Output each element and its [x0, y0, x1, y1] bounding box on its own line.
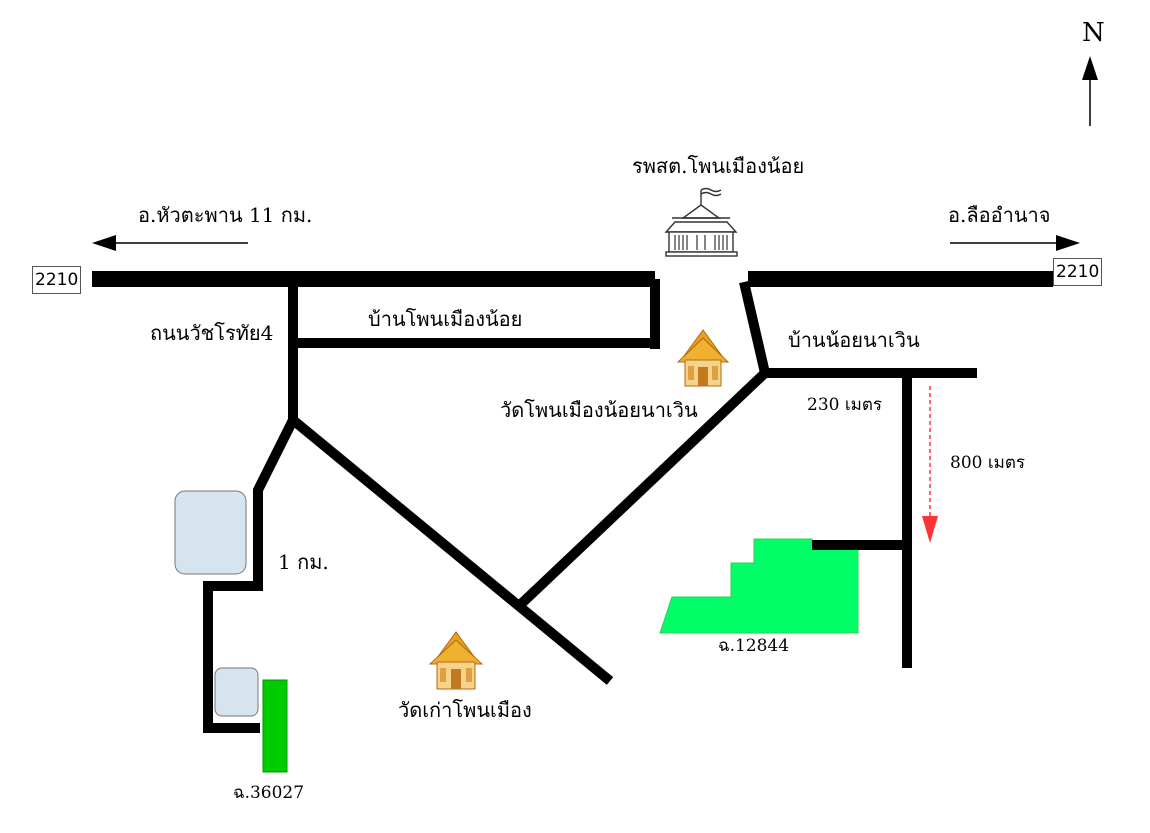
health-center-label: รพสต.โพนเมืองน้อย — [632, 154, 805, 178]
temple-2-label: วัดเก่าโพนเมือง — [398, 698, 532, 722]
parcel-12844-label: ฉ.12844 — [718, 636, 790, 656]
parcel-36027-shape — [262, 679, 288, 773]
temple-2-icon — [428, 631, 484, 690]
road-network — [92, 271, 1053, 733]
village-2-label: บ้านน้อยนาเวิน — [788, 328, 920, 352]
temple-1-label: วัดโพนเมืองน้อยนาเวิน — [500, 398, 698, 422]
road-sign-right: 2210 — [1053, 258, 1103, 286]
distance-230-label: 230 เมตร — [807, 395, 883, 415]
left-direction-arrow-icon — [92, 235, 248, 251]
road-west-to-ponds — [203, 417, 298, 733]
road-name-label: ถนนวัชโรทัย4 — [150, 321, 274, 345]
road-to-naweun — [739, 280, 770, 375]
road-diagonal — [516, 369, 769, 609]
distance-800-arrow-icon — [922, 386, 938, 543]
road-sign-left: 2210 — [32, 266, 82, 294]
temple-1-icon — [676, 329, 730, 387]
north-label: N — [1082, 18, 1105, 48]
health-center-icon — [664, 187, 738, 257]
road-southeast — [289, 416, 614, 685]
parcel-36027-label: ฉ.36027 — [233, 783, 305, 803]
distance-800-label: 800 เมตร — [950, 453, 1026, 473]
pond-large — [174, 490, 247, 575]
distance-1km-label: 1 กม. — [278, 550, 329, 574]
village-1-label: บ้านโพนเมืองน้อย — [368, 307, 523, 331]
left-direction-label: อ.หัวตะพาน 11 กม. — [138, 203, 313, 227]
parcel-12844-shape — [659, 538, 859, 634]
right-direction-label: อ.ลืออำนาจ — [948, 203, 1051, 227]
north-arrow-icon — [1082, 56, 1098, 126]
pond-small — [214, 667, 259, 717]
right-direction-arrow-icon — [950, 235, 1080, 251]
